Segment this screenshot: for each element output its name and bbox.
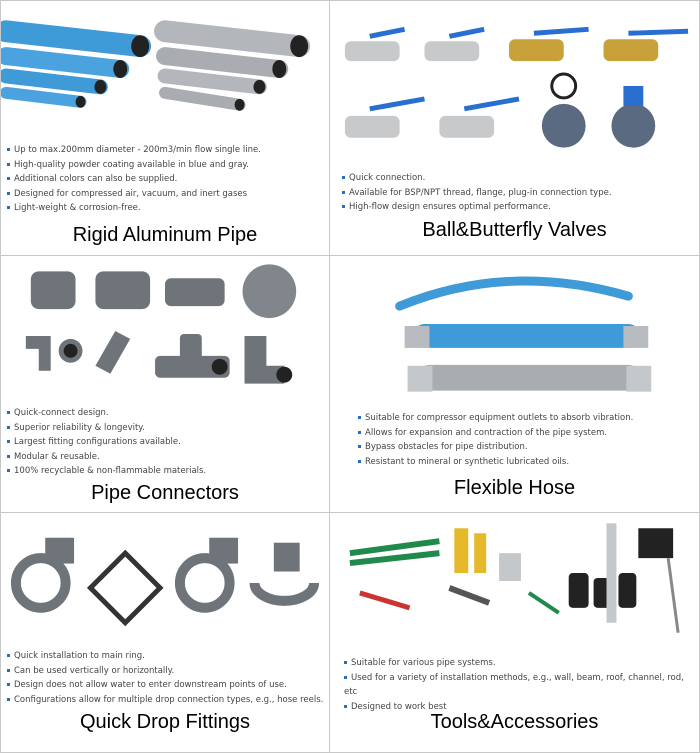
drop-fittings-image [1, 513, 329, 638]
product-title: Pipe Connectors [91, 482, 239, 504]
feature: High-flow design ensures optimal perform… [342, 200, 612, 215]
product-title: Quick Drop Fittings [79, 711, 251, 733]
feature: Suitable for various pipe systems. [344, 656, 699, 671]
feature: Quick-connect design. [7, 406, 206, 421]
feature-list: Up to max.200mm diameter - 200m3/min flo… [7, 143, 261, 216]
product-card-pipe-connectors: Quick-connect design. Superior reliabili… [0, 255, 330, 513]
feature: Design does not allow water to enter dow… [7, 678, 323, 693]
feature: Resistant to mineral or synthetic lubric… [358, 455, 633, 470]
product-title: Tools&Accessories [430, 711, 599, 733]
feature: Superior reliability & longevity. [7, 421, 206, 436]
feature: Configurations allow for multiple drop c… [7, 693, 323, 708]
pipe-connectors-image [1, 256, 329, 401]
aluminum-pipes-image [0, 1, 329, 136]
flexible-hoses-image [330, 256, 699, 406]
feature: Bypass obstacles for pipe distribution. [358, 440, 633, 455]
product-card-tools: Suitable for various pipe systems. Used … [329, 512, 700, 753]
valves-image [330, 1, 699, 166]
product-title: Flexible Hose [453, 477, 576, 499]
feature: High-quality powder coating available in… [7, 158, 261, 173]
feature: Can be used vertically or horizontally. [7, 664, 323, 679]
feature: Quick connection. [342, 171, 612, 186]
feature-list: Quick-connect design. Superior reliabili… [7, 406, 206, 479]
tools-image [330, 513, 699, 648]
product-card-aluminum-pipe: Up to max.200mm diameter - 200m3/min flo… [0, 0, 330, 256]
feature: Suitable for compressor equipment outlet… [358, 411, 633, 426]
feature: Designed for compressed air, vacuum, and… [7, 187, 261, 202]
feature: Allows for expansion and contraction of … [358, 426, 633, 441]
feature-list: Suitable for compressor equipment outlet… [358, 411, 633, 469]
feature: Additional colors can also be supplied. [7, 172, 261, 187]
feature-list: Quick connection. Available for BSP/NPT … [342, 171, 612, 215]
product-card-quick-drop-fittings: Quick installation to main ring. Can be … [0, 512, 330, 753]
feature: Modular & reusable. [7, 450, 206, 465]
feature: Used for a variety of installation metho… [344, 671, 699, 700]
feature: Largest fitting configurations available… [7, 435, 206, 450]
feature-list: Quick installation to main ring. Can be … [7, 649, 323, 707]
product-card-flexible-hose: Suitable for compressor equipment outlet… [329, 255, 700, 513]
product-title: Rigid Aluminum Pipe [72, 224, 258, 246]
feature-list: Suitable for various pipe systems. Used … [344, 656, 699, 714]
feature: 100% recyclable & non-flammable material… [7, 464, 206, 479]
feature: Designed to work best [344, 700, 699, 715]
product-card-valves: Quick connection. Available for BSP/NPT … [329, 0, 700, 256]
product-title: Ball&Butterfly Valves [422, 219, 607, 241]
feature: Up to max.200mm diameter - 200m3/min flo… [7, 143, 261, 158]
feature: Quick installation to main ring. [7, 649, 323, 664]
feature: Available for BSP/NPT thread, flange, pl… [342, 186, 612, 201]
feature: Light-weight & corrosion-free. [7, 201, 261, 216]
